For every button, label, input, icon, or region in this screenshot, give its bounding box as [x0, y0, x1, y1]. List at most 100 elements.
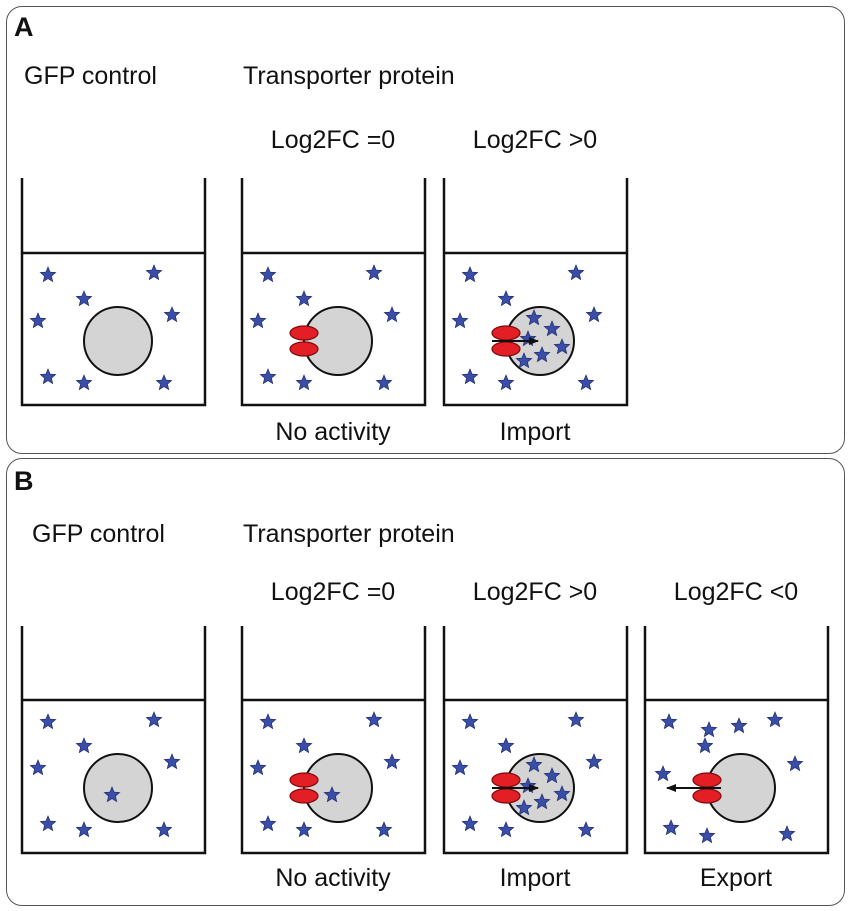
well-outline [20, 626, 207, 855]
star-icon [295, 290, 313, 307]
transporter-protein-icon [491, 341, 521, 357]
well-footer-b-2: No activity [275, 864, 391, 892]
star-icon [155, 374, 173, 391]
star-icon [145, 264, 163, 281]
well-footer-a-2: No activity [275, 418, 391, 446]
gfp-control-title-a: GFP control [24, 62, 157, 90]
star-icon [75, 737, 93, 754]
star-icon [730, 717, 748, 734]
star-icon [383, 306, 401, 323]
star-icon [259, 713, 277, 730]
star-icon [259, 815, 277, 832]
transporter-protein-icon [289, 788, 319, 804]
star-icon [103, 786, 121, 803]
star-icon [525, 309, 543, 326]
star-icon [451, 759, 469, 776]
cell-circle [303, 306, 373, 376]
well-outline [240, 178, 427, 407]
well-header-a-2: Log2FC =0 [270, 126, 396, 154]
star-icon [461, 266, 479, 283]
well-outline [20, 178, 207, 407]
panel-label-a: A [14, 12, 34, 42]
transporter-protein-icon [491, 772, 521, 788]
star-icon [696, 737, 714, 754]
star-icon [375, 374, 393, 391]
star-icon [375, 821, 393, 838]
transporter-protein-icon [289, 325, 319, 341]
star-icon [786, 755, 804, 772]
star-icon [577, 374, 595, 391]
star-icon [515, 352, 533, 369]
star-icon [461, 368, 479, 385]
star-icon [543, 320, 561, 337]
star-icon [323, 786, 341, 803]
star-icon [163, 306, 181, 323]
transporter-protein-icon [692, 772, 722, 788]
well-footer-b-4: Export [699, 864, 773, 892]
gfp-control-title-b: GFP control [32, 520, 165, 548]
panel-label-b: B [14, 466, 34, 496]
star-icon [567, 711, 585, 728]
well-outline [442, 178, 629, 407]
star-icon [295, 374, 313, 391]
star-icon [497, 374, 515, 391]
well-footer-a-3: Import [499, 418, 571, 446]
transporter-protein-icon [289, 772, 319, 788]
star-icon [163, 753, 181, 770]
star-icon [39, 815, 57, 832]
star-icon [533, 346, 551, 363]
well-header-b-4: Log2FC <0 [673, 578, 799, 606]
star-icon [145, 711, 163, 728]
star-icon [461, 713, 479, 730]
star-icon [365, 711, 383, 728]
star-icon [249, 312, 267, 329]
transporter-protein-icon [289, 341, 319, 357]
star-icon [155, 821, 173, 838]
star-icon [451, 312, 469, 329]
star-icon [497, 290, 515, 307]
star-icon [75, 374, 93, 391]
well-header-b-3: Log2FC >0 [472, 578, 598, 606]
star-icon [585, 306, 603, 323]
well-outline [442, 626, 629, 855]
well-header-b-2: Log2FC =0 [270, 578, 396, 606]
star-icon [249, 759, 267, 776]
star-icon [39, 266, 57, 283]
star-icon [567, 264, 585, 281]
star-icon [515, 799, 533, 816]
star-icon [660, 713, 678, 730]
transporter-protein-icon [491, 788, 521, 804]
star-icon [29, 759, 47, 776]
cell-circle [83, 306, 153, 376]
star-icon [778, 825, 796, 842]
star-icon [654, 765, 672, 782]
well-header-a-3: Log2FC >0 [472, 126, 598, 154]
star-icon [75, 821, 93, 838]
star-icon [497, 821, 515, 838]
cell-circle [303, 753, 373, 823]
star-icon [295, 737, 313, 754]
star-icon [525, 756, 543, 773]
star-icon [259, 266, 277, 283]
star-icon [295, 821, 313, 838]
star-icon [543, 767, 561, 784]
transporter-title-a: Transporter protein [243, 62, 455, 90]
star-icon [383, 753, 401, 770]
well-footer-b-3: Import [499, 864, 571, 892]
star-icon [577, 821, 595, 838]
transporter-title-b: Transporter protein [243, 520, 455, 548]
star-icon [533, 793, 551, 810]
star-icon [29, 312, 47, 329]
well-outline [240, 626, 427, 855]
star-icon [553, 785, 571, 802]
star-icon [259, 368, 277, 385]
star-icon [365, 264, 383, 281]
star-icon [75, 290, 93, 307]
well-outline [643, 626, 830, 855]
star-icon [497, 737, 515, 754]
transporter-protein-icon [692, 788, 722, 804]
star-icon [461, 815, 479, 832]
star-icon [700, 721, 718, 738]
cell-circle [83, 753, 153, 823]
